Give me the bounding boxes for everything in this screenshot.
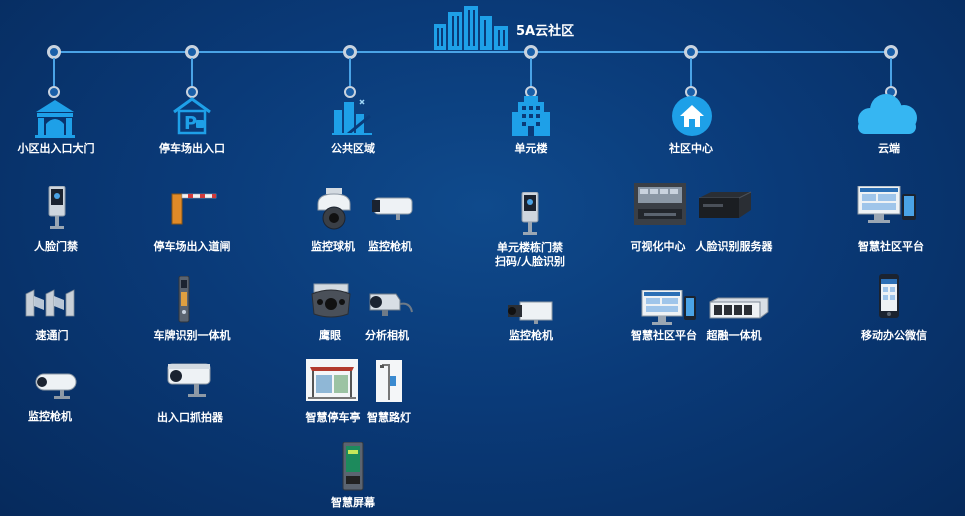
timeline-line	[54, 51, 892, 53]
category-label: 社区中心	[669, 142, 713, 155]
public-area-icon	[330, 96, 374, 140]
connector-line	[191, 58, 193, 86]
connector-line	[530, 58, 532, 86]
gate-icon	[34, 98, 76, 142]
mobile-phone-icon	[878, 274, 900, 324]
entrance-capture-camera-icon	[162, 360, 216, 404]
device-label: 监控枪机	[28, 410, 72, 423]
device-label: 扫码/人脸识别	[494, 255, 566, 268]
super-aio-icon	[708, 296, 770, 326]
device-label: 速通门	[35, 329, 69, 342]
device-label: 智慧路灯	[367, 411, 411, 424]
timeline-node	[344, 86, 356, 98]
svg-text:P: P	[184, 113, 197, 134]
visual-center-icon	[634, 183, 686, 229]
device-label: 人脸门禁	[34, 240, 78, 253]
unit-access-terminal-icon	[517, 191, 543, 240]
device-label: 停车场出入道闸	[153, 240, 231, 253]
timeline-node	[47, 45, 61, 59]
plate-recognition-icon	[176, 275, 192, 328]
device-label: 超融一体机	[706, 329, 762, 342]
device-label: 智慧屏幕	[331, 496, 375, 509]
category-label: 停车场出入口	[159, 142, 225, 155]
device-label: 监控球机	[311, 240, 355, 253]
device-label: 出入口抓拍器	[157, 411, 223, 424]
device-label: 车牌识别一体机	[153, 329, 231, 342]
box-camera-icon	[504, 296, 558, 330]
device-label: 智慧社区平台	[631, 329, 697, 342]
parking-barrier-icon	[168, 186, 218, 230]
connector-line	[690, 58, 692, 86]
analysis-camera-icon	[366, 286, 414, 324]
connector-line	[349, 58, 351, 86]
cloud-platform-icon	[856, 185, 920, 230]
device-label: 监控枪机	[509, 329, 553, 342]
city-buildings-icon	[432, 4, 512, 50]
connector-line	[890, 58, 892, 86]
device-label: 智慧社区平台	[858, 240, 924, 253]
device-label: 鹰眼	[319, 329, 341, 342]
timeline-node	[186, 86, 198, 98]
device-label: 可视化中心	[630, 240, 686, 253]
device-label: 单元楼栋门禁	[497, 241, 563, 254]
smart-bus-stop-icon	[306, 359, 358, 405]
smart-screen-icon	[340, 441, 366, 496]
category-label: 单元楼	[514, 142, 548, 155]
category-label: 小区出入口大门	[17, 142, 95, 155]
timeline-node	[48, 86, 60, 98]
dome-camera-icon	[314, 188, 354, 234]
device-label: 智慧停车亭	[305, 411, 361, 424]
device-label: 监控枪机	[368, 240, 412, 253]
device-label: 分析相机	[365, 329, 409, 342]
device-label: 人脸识别服务器	[695, 240, 773, 253]
device-label: 移动办公微信	[861, 329, 927, 342]
category-label: 公共区域	[331, 142, 375, 155]
category-label: 云端	[878, 142, 900, 155]
timeline-node	[524, 45, 538, 59]
cloud-icon	[850, 92, 924, 140]
bullet-camera-icon	[32, 370, 82, 404]
face-access-terminal-icon	[44, 185, 70, 234]
building-icon	[510, 94, 552, 142]
page-title: 5A云社区	[516, 24, 575, 39]
speed-gate-icon	[24, 284, 78, 322]
timeline-node	[343, 45, 357, 59]
smart-streetlight-icon	[376, 360, 402, 406]
timeline-node	[185, 45, 199, 59]
timeline-node	[884, 45, 898, 59]
connector-line	[53, 58, 55, 86]
community-platform-icon	[640, 289, 700, 332]
eagle-eye-camera-icon	[310, 282, 352, 326]
face-server-icon	[697, 190, 753, 224]
parking-icon: P	[170, 96, 214, 140]
bullet-camera-icon	[368, 194, 416, 228]
home-circle-icon	[670, 94, 714, 142]
timeline-node	[684, 45, 698, 59]
